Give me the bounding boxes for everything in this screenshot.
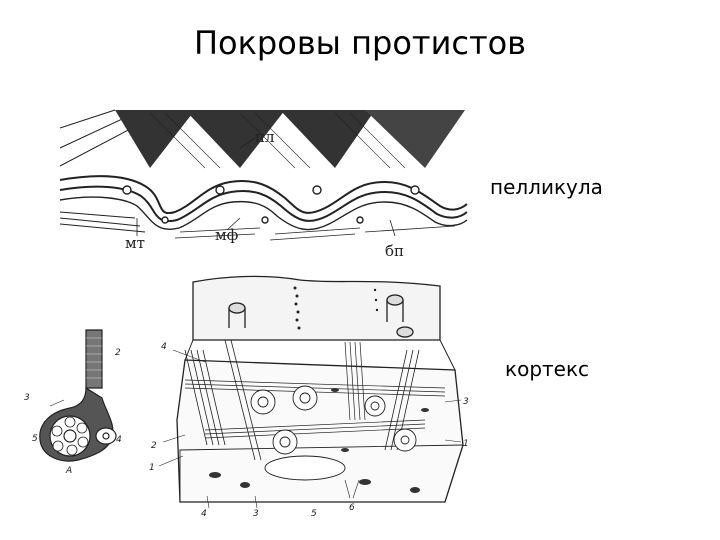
block-label-4-bottom: 4 xyxy=(201,509,207,518)
inset-label-3: 3 xyxy=(24,393,30,403)
block-label-6-bottom: 6 xyxy=(349,503,355,513)
block-label-3-right: 3 xyxy=(463,397,469,407)
pellicle-label: пелликула xyxy=(490,175,603,199)
inset-label-4: 4 xyxy=(116,435,122,445)
block-label-1-left: 1 xyxy=(149,463,155,473)
block-label-3-bottom: 3 xyxy=(253,509,259,518)
block-label-4-top: 4 xyxy=(161,342,167,352)
inset-label-2: 2 xyxy=(115,348,121,358)
label-pl: пл xyxy=(255,128,275,146)
inset-label-A: А xyxy=(65,466,72,476)
inset-label-5: 5 xyxy=(32,434,38,444)
label-mt: мт xyxy=(125,234,145,252)
block-label-2-left: 2 xyxy=(151,441,157,451)
cortex-block-diagram: 4 2 1 4 3 5 6 3 1 xyxy=(149,275,469,518)
label-bp: бп xyxy=(385,242,404,260)
cell-cross-section-inset: 2 3 5 4 А xyxy=(24,329,122,476)
block-label-1-right: 1 xyxy=(463,439,469,449)
cortex-label: кортекс xyxy=(505,357,590,381)
block-label-5-bottom: 5 xyxy=(311,509,317,518)
label-mf: мф xyxy=(215,226,239,244)
pellicle-diagram: пл мт мф бп xyxy=(59,109,468,260)
slide-title: Покровы протистов xyxy=(193,24,527,62)
